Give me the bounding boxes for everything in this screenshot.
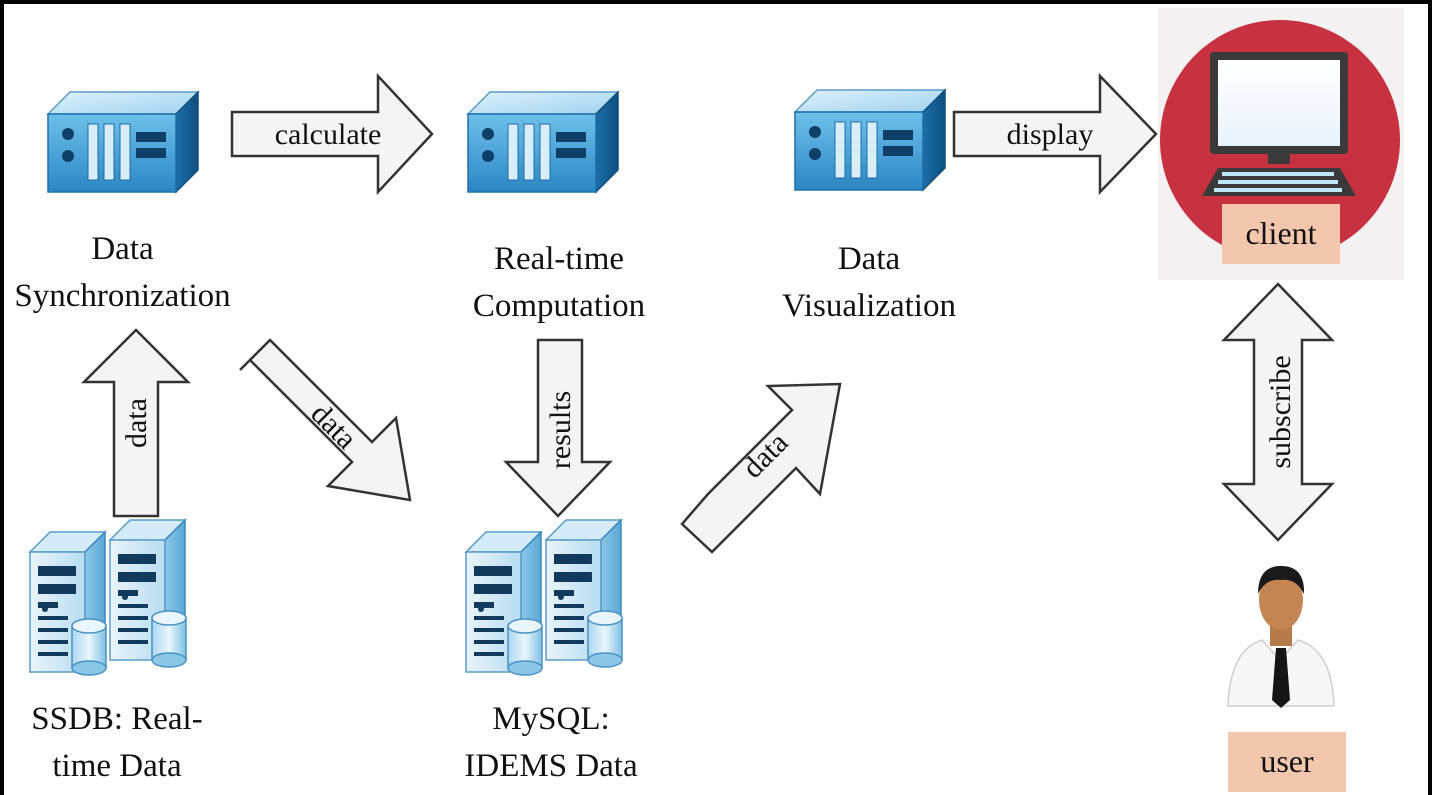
user-tag: user bbox=[1228, 732, 1346, 792]
mysql-label: MySQL: IDEMS Data bbox=[440, 696, 662, 790]
data-sync-label-line2: Synchronization bbox=[14, 278, 231, 314]
data-vis-label-line2: Visualization bbox=[782, 288, 956, 324]
calculate-arrow-label: calculate bbox=[275, 118, 382, 151]
mysql-database-icon bbox=[465, 519, 623, 676]
data-vis-label: Data Visualization bbox=[758, 236, 980, 330]
right-border bbox=[1428, 0, 1432, 795]
subscribe-arrow-label: subscribe bbox=[1264, 355, 1297, 468]
display-arrow: display bbox=[952, 72, 1158, 196]
realtime-comp-label: Real-time Computation bbox=[450, 236, 668, 330]
ssdb-label-line1: SSDB: Real- bbox=[31, 701, 203, 737]
realtime-comp-server-icon bbox=[467, 91, 619, 193]
data-sync-label: Data Synchronization bbox=[0, 226, 245, 320]
data-up-arrow-label: data bbox=[120, 398, 153, 448]
display-arrow-label: display bbox=[1007, 118, 1094, 151]
results-arrow: results bbox=[503, 338, 613, 518]
data-sync-label-line1: Data bbox=[91, 231, 154, 267]
ssdb-label-line2: time Data bbox=[52, 748, 182, 784]
realtime-comp-label-line2: Computation bbox=[472, 288, 646, 324]
mysql-label-line1: MySQL: bbox=[492, 701, 610, 737]
data-diagonal-down-arrow: data bbox=[239, 338, 412, 502]
calculate-arrow: calculate bbox=[230, 72, 434, 196]
ssdb-label: SSDB: Real- time Data bbox=[6, 696, 228, 790]
subscribe-arrow: subscribe bbox=[1221, 282, 1335, 542]
client-tag: client bbox=[1222, 204, 1340, 264]
ssdb-database-icon bbox=[29, 519, 187, 676]
realtime-comp-label-line1: Real-time bbox=[493, 241, 625, 277]
data-sync-server-icon bbox=[47, 91, 199, 193]
mysql-label-line2: IDEMS Data bbox=[464, 748, 638, 784]
data-up-arrow: data bbox=[80, 328, 192, 518]
data-vis-label-line1: Data bbox=[837, 241, 901, 277]
results-arrow-label: results bbox=[544, 391, 577, 469]
data-diagonal-up-arrow: data bbox=[680, 382, 842, 554]
user-icon bbox=[1227, 566, 1335, 708]
data-vis-server-icon bbox=[794, 89, 946, 191]
